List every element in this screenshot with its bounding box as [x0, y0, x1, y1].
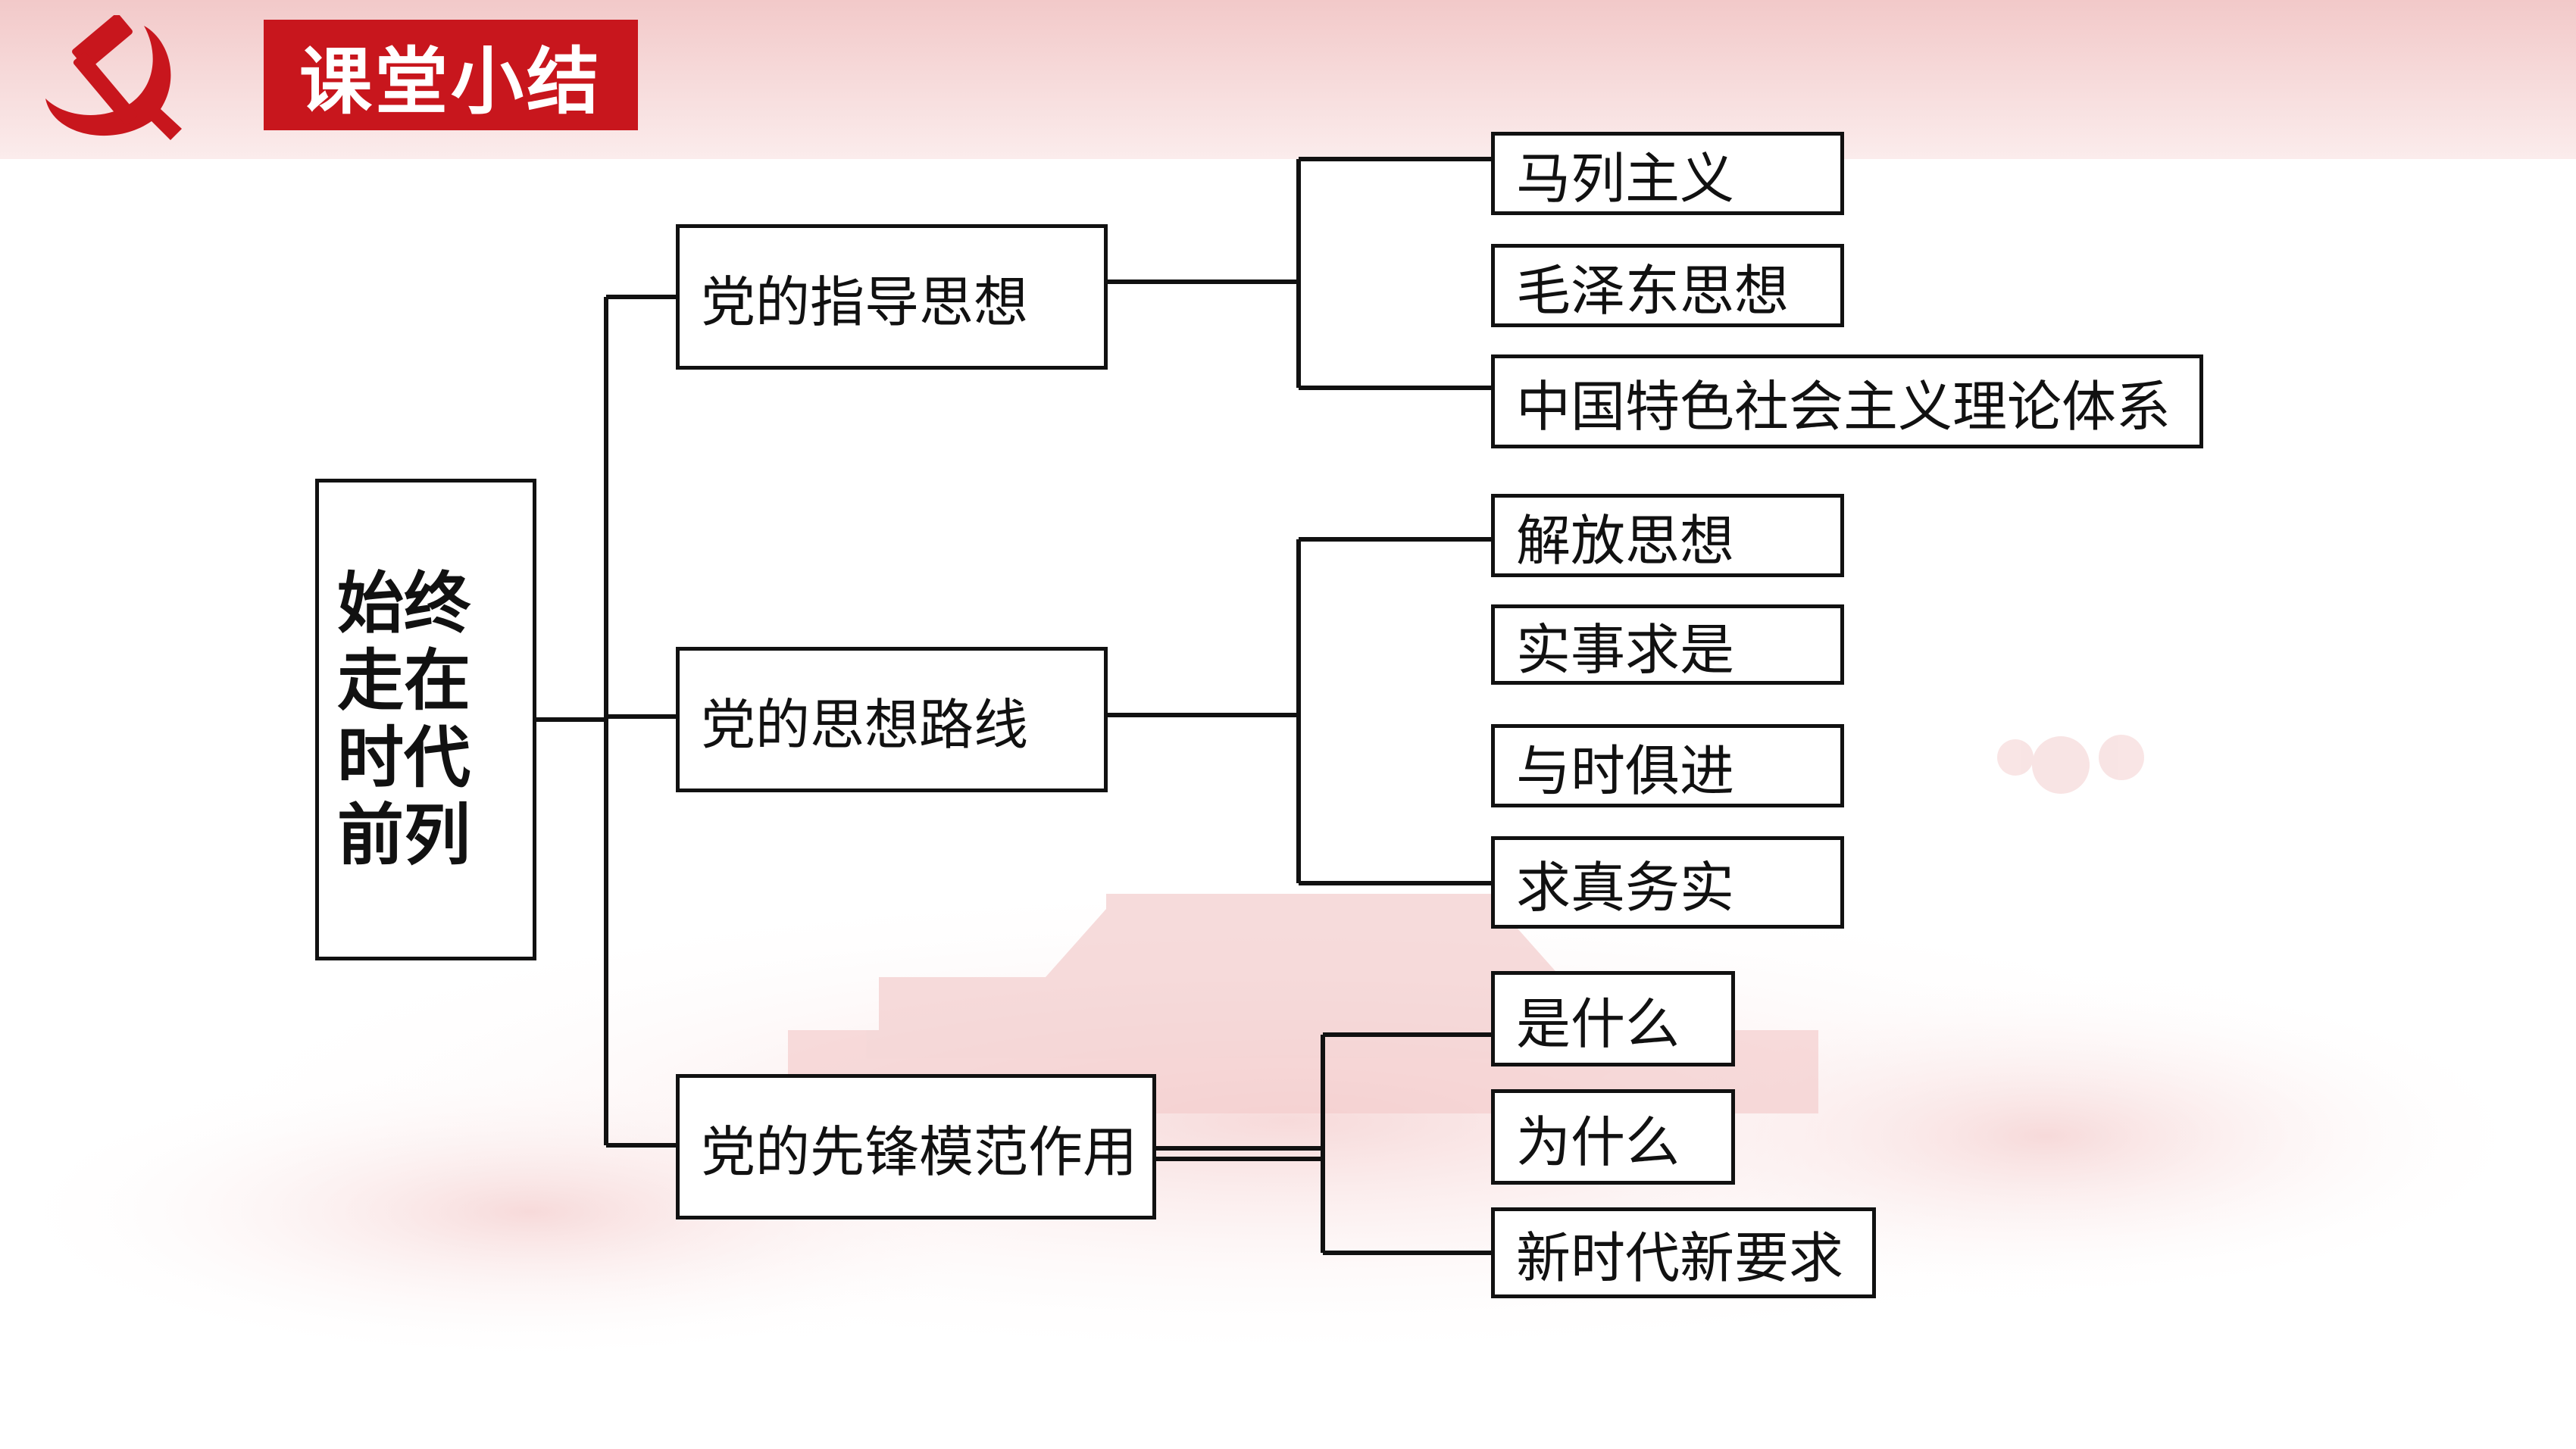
leaf-node: 马列主义 [1491, 132, 1844, 215]
branch-node-ideological-line: 党的思想路线 [676, 647, 1108, 792]
branch-node-guiding-thought: 党的指导思想 [676, 224, 1108, 370]
page-title: 课堂小结 [299, 39, 602, 124]
hammer-sickle-icon [45, 15, 182, 140]
leaf-node: 中国特色社会主义理论体系 [1491, 354, 2203, 448]
leaf-label: 与时俱进 [1516, 739, 1735, 803]
branch-label: 党的指导思想 [701, 270, 1029, 334]
title-banner: 课堂小结 [264, 20, 638, 130]
leaf-label: 是什么 [1516, 992, 1680, 1056]
leaf-node: 为什么 [1491, 1089, 1735, 1185]
leaf-label: 马列主义 [1516, 146, 1735, 211]
leaf-node: 新时代新要求 [1491, 1207, 1876, 1298]
root-node: 始终走在时代前列 [315, 479, 536, 960]
leaf-node: 实事求是 [1491, 604, 1844, 685]
leaf-label: 中国特色社会主义理论体系 [1516, 374, 2171, 439]
leaf-label: 毛泽东思想 [1516, 258, 1790, 323]
leaf-label: 为什么 [1516, 1110, 1680, 1174]
leaf-node: 与时俱进 [1491, 724, 1844, 807]
leaf-node: 解放思想 [1491, 494, 1844, 577]
leaf-label: 实事求是 [1516, 617, 1735, 682]
branch-node-vanguard-role: 党的先锋模范作用 [676, 1074, 1156, 1219]
leaf-label: 新时代新要求 [1516, 1226, 1844, 1290]
branch-label: 党的思想路线 [701, 692, 1029, 757]
leaf-node: 是什么 [1491, 971, 1735, 1066]
leaf-label: 解放思想 [1516, 508, 1735, 573]
branch-label: 党的先锋模范作用 [701, 1120, 1138, 1184]
leaf-node: 毛泽东思想 [1491, 244, 1844, 327]
leaf-node: 求真务实 [1491, 836, 1844, 929]
root-label: 始终走在时代前列 [337, 564, 471, 874]
leaf-label: 求真务实 [1516, 855, 1735, 920]
